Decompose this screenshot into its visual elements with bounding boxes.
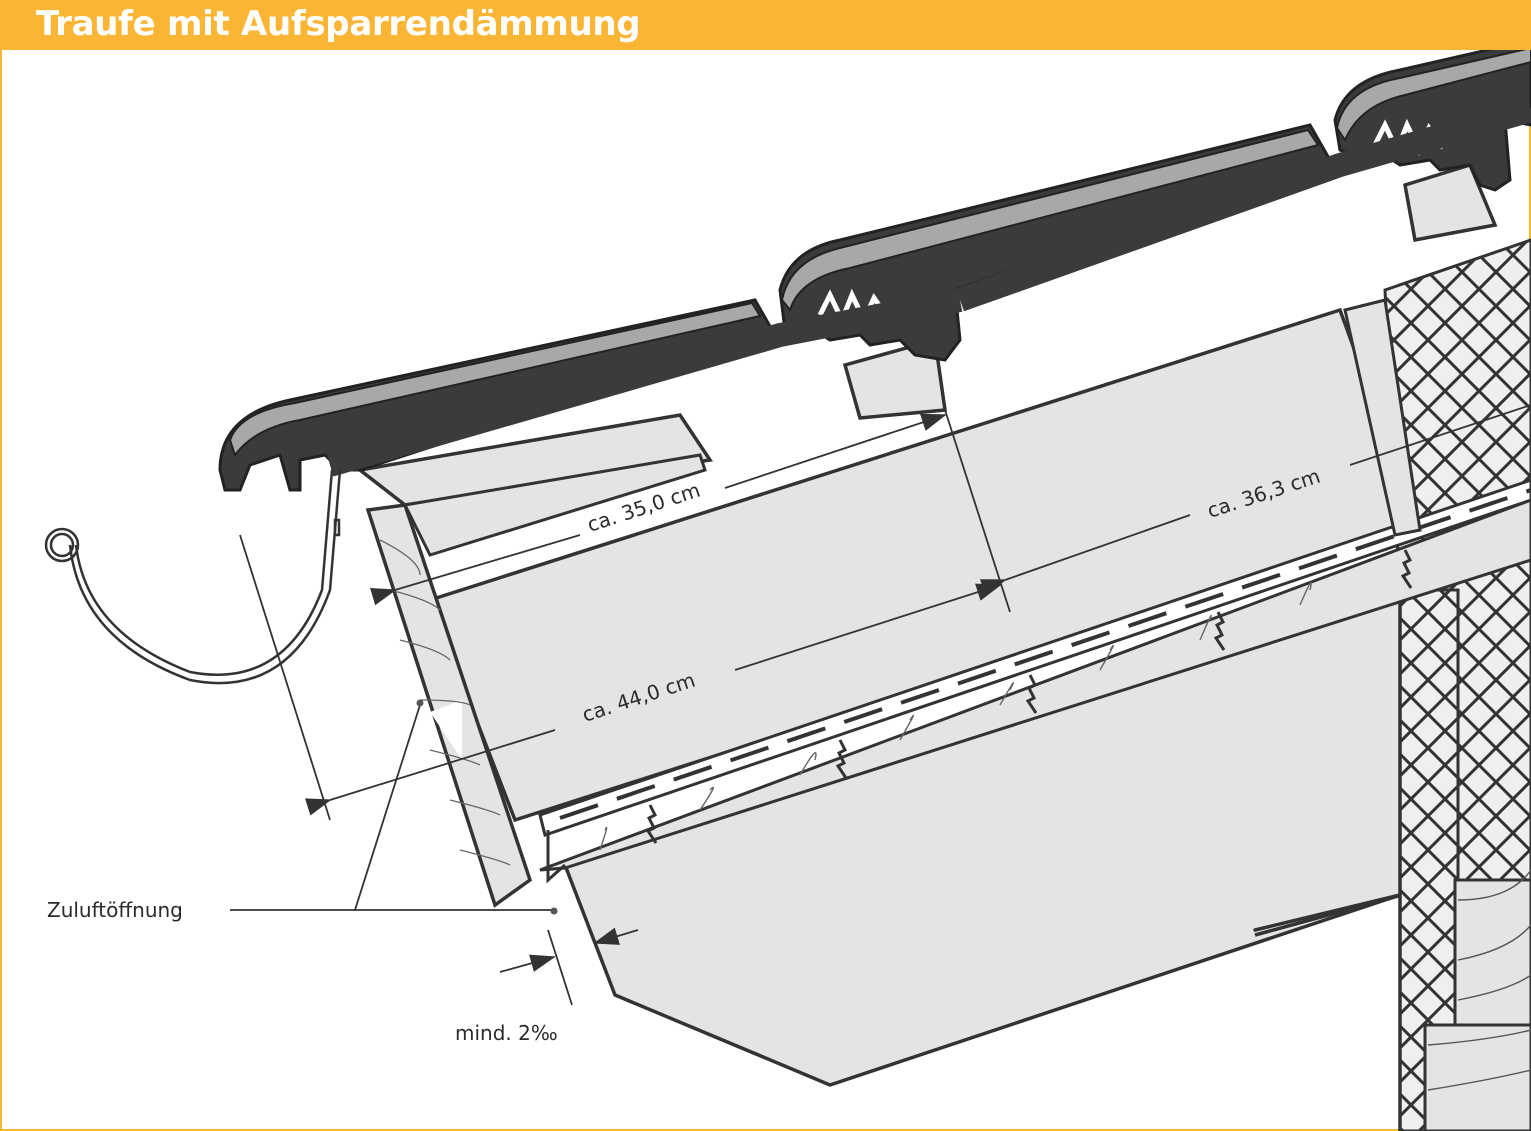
roof-tile-lower xyxy=(218,298,778,492)
inlet-marker-dot xyxy=(416,699,424,707)
roof-tile-upper xyxy=(955,50,1531,312)
rafter-joints xyxy=(645,549,1413,844)
label-min-slope: mind. 2‰ xyxy=(455,1021,558,1045)
fascia-board xyxy=(365,503,533,908)
gutter xyxy=(44,469,342,685)
wood-grain xyxy=(599,582,1312,851)
wall-timber xyxy=(1423,869,1531,1131)
underlay-membrane xyxy=(538,478,1531,884)
page-title: Traufe mit Aufsparrendämmung xyxy=(36,4,641,44)
wall-insulation xyxy=(1383,238,1531,1131)
rafter xyxy=(563,558,1402,1131)
counter-batten xyxy=(842,162,1498,537)
eaves-board xyxy=(355,413,713,557)
dimension-lines xyxy=(230,404,1531,1006)
eaves-detail-drawing: ca. 35,0 cm ca. 36,3 cm ca. 44,0 cm Zulu… xyxy=(44,50,1531,1131)
roof-tile-middle xyxy=(326,123,1333,477)
inlet-marker-dot xyxy=(550,907,558,915)
label-air-inlet: Zuluftöffnung xyxy=(47,898,183,922)
title-bar: Traufe mit Aufsparrendämmung xyxy=(0,0,1531,50)
